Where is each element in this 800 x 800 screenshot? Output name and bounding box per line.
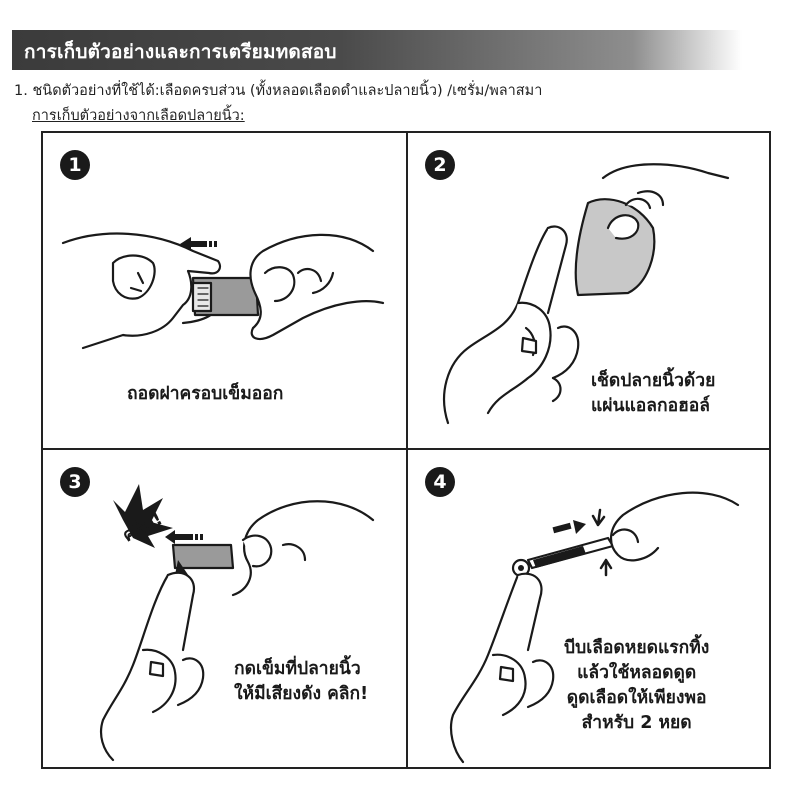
step-2-illustration bbox=[443, 163, 730, 425]
page-title: การเก็บตัวอย่างและการเตรียมทดสอบ bbox=[24, 41, 337, 63]
title-bar: การเก็บตัวอย่างและการเตรียมทดสอบ bbox=[12, 30, 742, 70]
step-3-panel: คลิก! 3 กดเข็มที่ปลายนิ้ว ให้มีเสียงดัง … bbox=[43, 450, 406, 767]
sample-types-text: 1. ชนิดตัวอย่างที่ใช้ได้:เลือดครบส่วน (ท… bbox=[14, 83, 543, 99]
step-4-caption: บีบเลือดหยดแรกทิ้ง แล้วใช้หลอดดูด ดูดเลื… bbox=[564, 638, 710, 733]
step-3-caption: กดเข็มที่ปลายนิ้ว ให้มีเสียงดัง คลิก! bbox=[234, 659, 369, 704]
fingertip-subheading: การเก็บตัวอย่างจากเลือดปลายนิ้ว: bbox=[32, 108, 245, 124]
grid-divider-horizontal bbox=[41, 448, 771, 450]
step-2-panel: 2 เช็ดปลายนิ้วด้วย แผ่นแอลกอฮอล์ bbox=[408, 133, 771, 448]
step-4-number: 4 bbox=[425, 467, 455, 497]
step-1-panel: 1 ถอดฝาครอบเข็มออก bbox=[43, 133, 406, 448]
grid-divider-vertical bbox=[406, 131, 408, 769]
step-4-panel: 4 บีบเลือดหยดแรกทิ้ง แล้วใช้หลอดดูด ดูดเ… bbox=[408, 450, 771, 767]
step-1-number: 1 bbox=[60, 150, 90, 180]
step-3-number: 3 bbox=[60, 467, 90, 497]
step-1-illustration bbox=[61, 232, 385, 350]
step-3-illustration bbox=[99, 484, 375, 762]
step-2-caption: เช็ดปลายนิ้วด้วย แผ่นแอลกอฮอล์ bbox=[591, 371, 716, 416]
step-1-caption: ถอดฝาครอบเข็มออก bbox=[127, 384, 284, 404]
step-4-illustration bbox=[449, 491, 740, 764]
step-2-number: 2 bbox=[425, 150, 455, 180]
